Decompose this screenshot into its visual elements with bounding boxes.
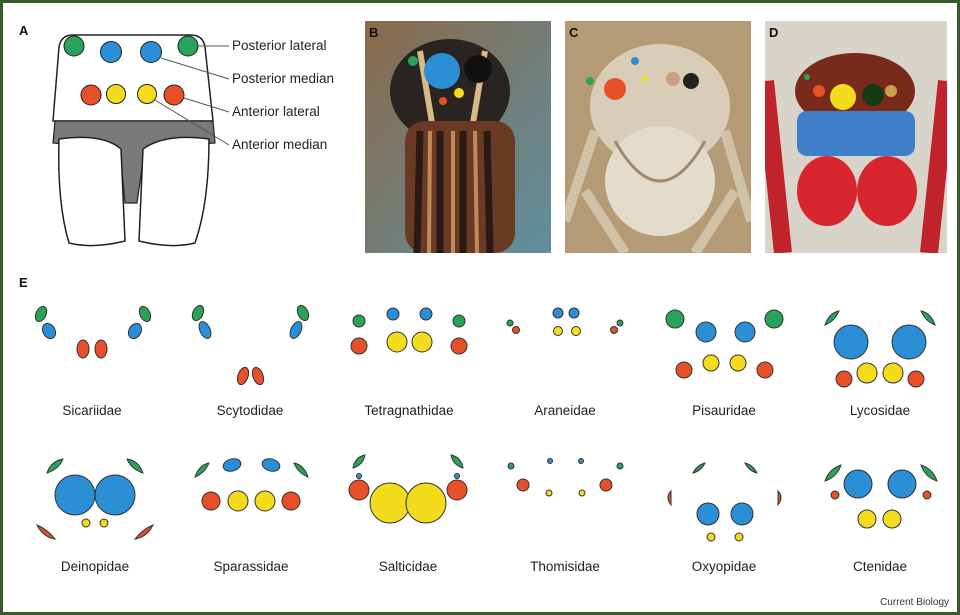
eyes-salticidae <box>349 455 467 523</box>
family-label-araneidae: Araneidae <box>490 403 640 418</box>
family-label-lycosidae: Lycosidae <box>805 403 955 418</box>
panel-e-eye-patterns <box>3 3 957 612</box>
family-label-tetragnathidae: Tetragnathidae <box>334 403 484 418</box>
eyes-scytodidae <box>190 304 311 387</box>
family-label-sparassidae: Sparassidae <box>176 559 326 574</box>
eyes-tetragnathidae <box>351 308 467 354</box>
family-label-oxyopidae: Oxyopidae <box>649 559 799 574</box>
eyes-sicariidae <box>33 305 153 358</box>
eyes-araneidae <box>507 308 623 336</box>
eyes-oxyopidae <box>668 463 781 541</box>
family-label-salticidae: Salticidae <box>333 559 483 574</box>
family-label-ctenidae: Ctenidae <box>805 559 955 574</box>
eyes-lycosidae <box>825 311 935 387</box>
family-label-sicariidae: Sicariidae <box>17 403 167 418</box>
eyes-ctenidae <box>825 465 937 528</box>
eyes-sparassidae <box>195 457 308 511</box>
family-label-deinopidae: Deinopidae <box>20 559 170 574</box>
eyes-deinopidae <box>37 459 153 539</box>
family-label-pisauridae: Pisauridae <box>649 403 799 418</box>
family-label-thomisidae: Thomisidae <box>490 559 640 574</box>
family-label-scytodidae: Scytodidae <box>175 403 325 418</box>
credit-text: Current Biology <box>880 597 949 608</box>
eyes-thomisidae <box>508 459 623 497</box>
eyes-pisauridae <box>666 310 783 378</box>
